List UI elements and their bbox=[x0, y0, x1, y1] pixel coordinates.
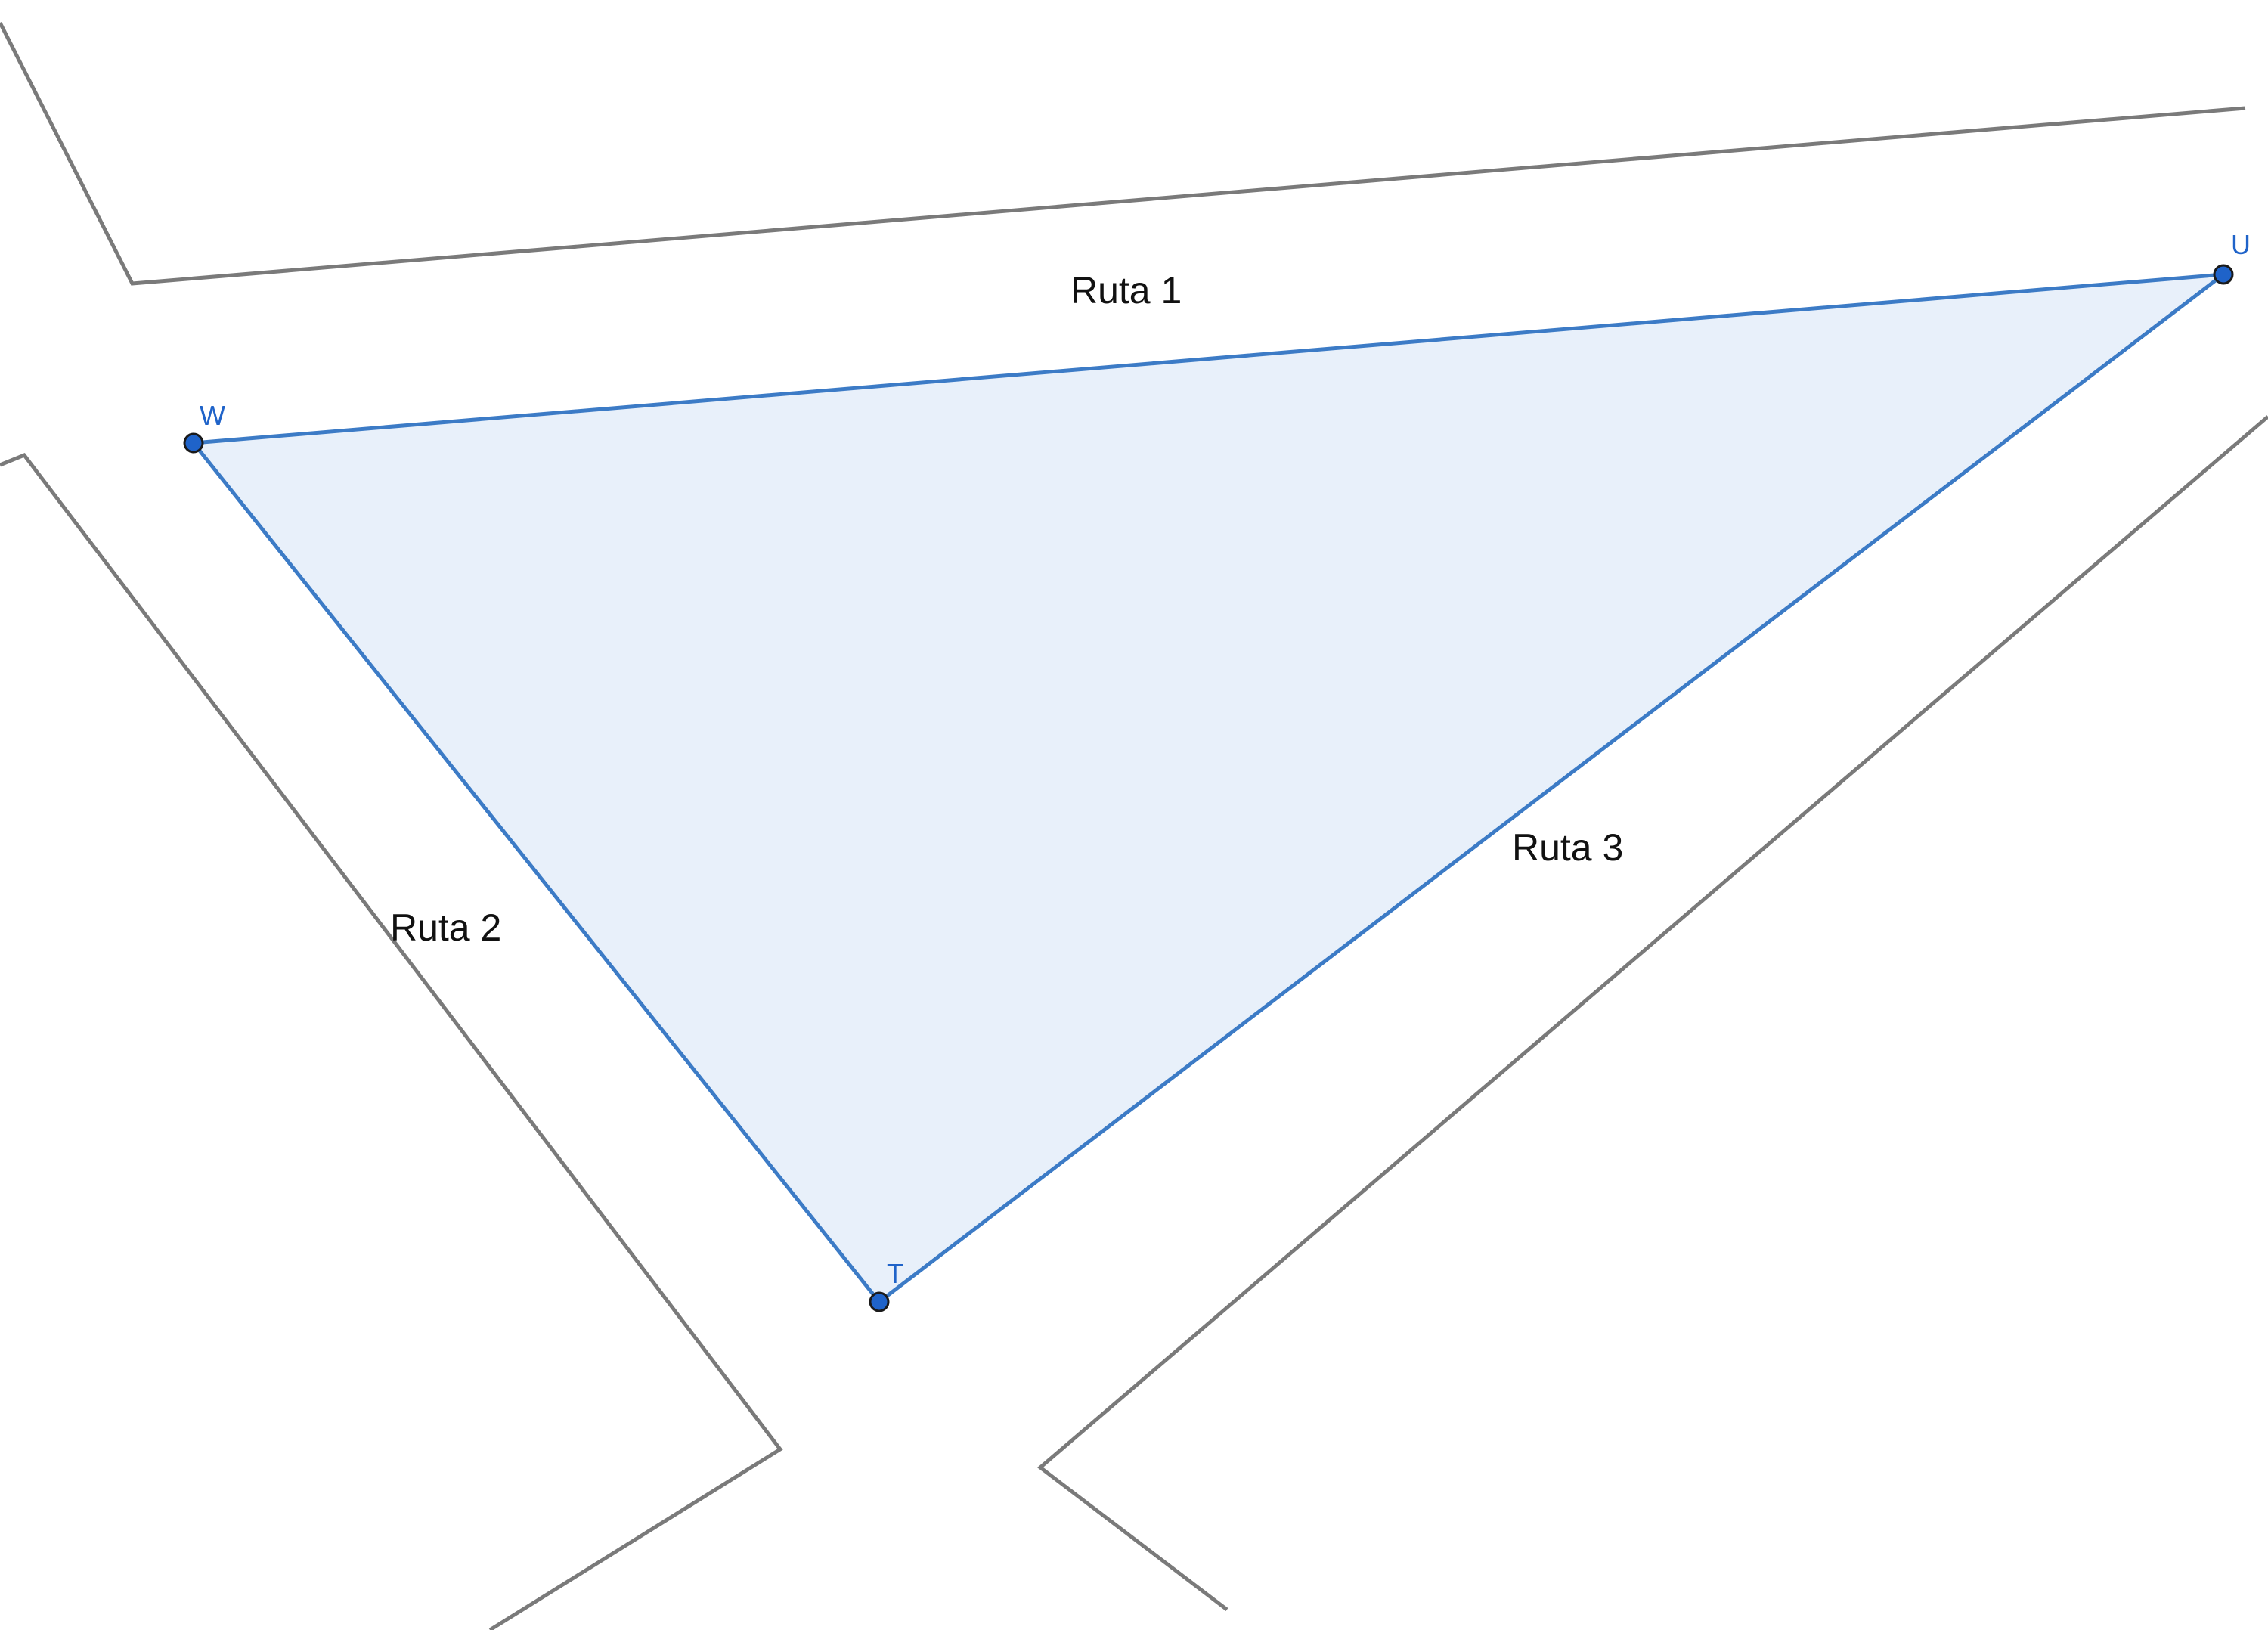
vertex-u-label: U bbox=[2231, 229, 2251, 260]
edge-w-u bbox=[191, 272, 2226, 445]
road-boundary-top bbox=[0, 21, 2246, 286]
vertex-u-point[interactable] bbox=[2213, 264, 2234, 285]
edge-u-t bbox=[877, 272, 2226, 1304]
road-boundary-right bbox=[1037, 415, 2268, 1611]
road-boundary-left bbox=[0, 452, 783, 1630]
vertex-w-point[interactable] bbox=[183, 432, 204, 454]
route-label-ruta-3: Ruta 3 bbox=[1512, 826, 1623, 869]
route-label-ruta-1: Ruta 1 bbox=[1070, 269, 1182, 311]
vertex-w-label: W bbox=[200, 400, 225, 431]
vertex-t-point[interactable] bbox=[869, 1291, 890, 1312]
vertex-t-label: T bbox=[887, 1258, 903, 1289]
edge-t-w bbox=[191, 441, 881, 1304]
triangle-area bbox=[194, 274, 2223, 1302]
route-label-ruta-2: Ruta 2 bbox=[390, 906, 501, 949]
